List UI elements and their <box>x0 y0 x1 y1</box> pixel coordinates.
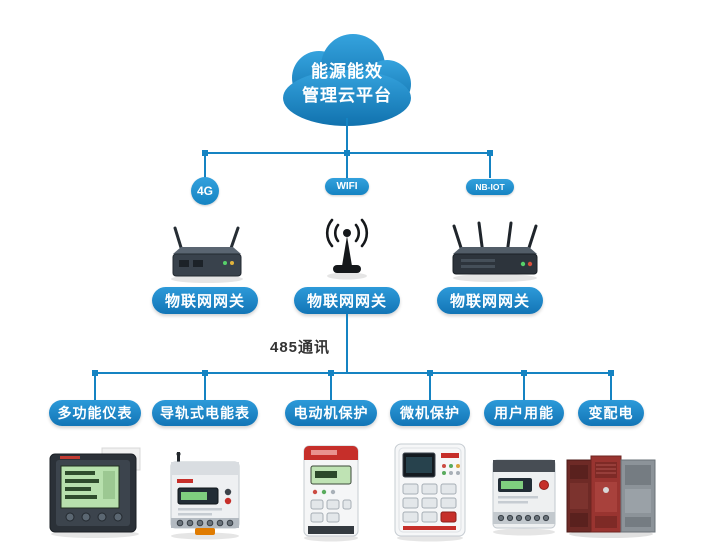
device-label-multifunction-meter: 多功能仪表 <box>49 400 141 426</box>
gateway-label-nbiot: 物联网网关 <box>437 287 543 314</box>
junction-node <box>427 370 433 376</box>
cloud-title-line1: 能源能效 <box>311 62 383 81</box>
junction-node <box>521 370 527 376</box>
wifi-antenna-image <box>319 218 375 285</box>
badge-4g: 4G <box>191 177 219 205</box>
junction-node <box>92 370 98 376</box>
junction-node <box>202 150 208 156</box>
nbiot-gateway-image <box>447 220 543 287</box>
device-label-user-energy: 用户用能 <box>484 400 564 426</box>
connector-line <box>346 314 348 372</box>
din-rail-energy-meter-image <box>165 452 245 545</box>
connector-line <box>610 372 612 402</box>
device-label-din-rail-energy-meter: 导轨式电能表 <box>152 400 258 426</box>
motor-protection-device-image <box>299 444 363 547</box>
device-label-microcomputer-protection: 微机保护 <box>390 400 470 426</box>
junction-node <box>608 370 614 376</box>
multifunction-meter-image <box>46 446 144 543</box>
bus-line <box>94 372 612 374</box>
connector-line <box>523 372 525 402</box>
junction-node <box>487 150 493 156</box>
badge-wifi: WIFI <box>325 178 369 195</box>
gateway-label-4g: 物联网网关 <box>152 287 258 314</box>
badge-nbiot: NB-IOT <box>466 179 514 195</box>
device-label-motor-protection: 电动机保护 <box>285 400 377 426</box>
connector-line <box>94 372 96 402</box>
connector-line <box>346 152 348 178</box>
gateway-label-wifi: 物联网网关 <box>294 287 400 314</box>
cloud-title: 能源能效 管理云平台 <box>269 60 425 108</box>
connector-line <box>330 372 332 402</box>
connector-line <box>489 152 491 178</box>
junction-node <box>202 370 208 376</box>
junction-node <box>344 150 350 156</box>
cloud-platform: 能源能效 管理云平台 <box>269 28 425 130</box>
junction-node <box>328 370 334 376</box>
power-distribution-cabinet-image <box>565 452 657 543</box>
cellular-4g-gateway-image <box>165 222 249 289</box>
cloud-icon <box>283 34 411 126</box>
connector-line <box>346 118 348 154</box>
user-energy-meter-image <box>487 456 561 541</box>
connector-line <box>204 152 206 178</box>
bus-label-485: 485通讯 <box>269 339 331 356</box>
connector-line <box>429 372 431 402</box>
microcomputer-protection-device-image <box>391 442 469 547</box>
cloud-title-line2: 管理云平台 <box>302 85 392 105</box>
connector-line <box>204 372 206 402</box>
device-label-power-distribution: 变配电 <box>578 400 644 426</box>
